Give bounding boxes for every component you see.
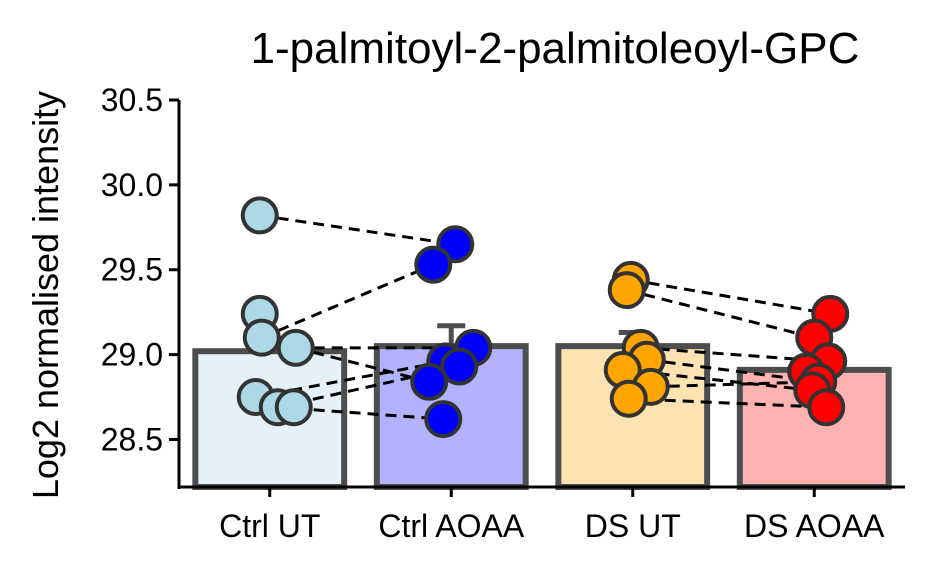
data-point <box>276 328 315 367</box>
data-point <box>807 388 846 427</box>
y-axis-label: Log2 normalised intensity <box>25 91 66 499</box>
pair-line <box>640 346 829 363</box>
y-tick-label: 29.0 <box>101 337 163 373</box>
points-layer <box>236 196 850 439</box>
pair-line <box>622 368 813 392</box>
data-point <box>414 245 453 284</box>
pair-line <box>630 278 831 316</box>
x-tick-label: Ctrl UT <box>219 508 320 544</box>
pair-line <box>626 288 815 340</box>
y-tick-label: 29.5 <box>101 252 163 288</box>
pair-line <box>295 346 430 384</box>
data-point <box>424 400 463 439</box>
data-point <box>609 379 648 418</box>
data-point <box>274 388 313 427</box>
pair-line <box>277 365 460 409</box>
data-point <box>607 271 646 310</box>
data-point <box>242 318 281 357</box>
pair-line <box>628 397 827 409</box>
data-point <box>240 196 279 235</box>
x-tick-label: DS UT <box>585 508 681 544</box>
data-point <box>440 347 479 386</box>
data-point <box>410 362 449 401</box>
chart-title: 1-palmitoyl-2-palmitoleoyl-GPC <box>251 24 860 73</box>
pair-line <box>255 359 446 399</box>
x-tick-label: Ctrl AOAA <box>378 508 524 544</box>
y-tick-label: 28.5 <box>101 421 163 457</box>
x-tick-label: DS AOAA <box>744 508 885 544</box>
y-tick-label: 30.0 <box>101 167 163 203</box>
bar <box>736 366 892 491</box>
pair-line <box>259 213 456 246</box>
pair-line <box>650 380 819 389</box>
pair-line <box>261 263 434 340</box>
y-tick-label: 30.5 <box>101 82 163 118</box>
